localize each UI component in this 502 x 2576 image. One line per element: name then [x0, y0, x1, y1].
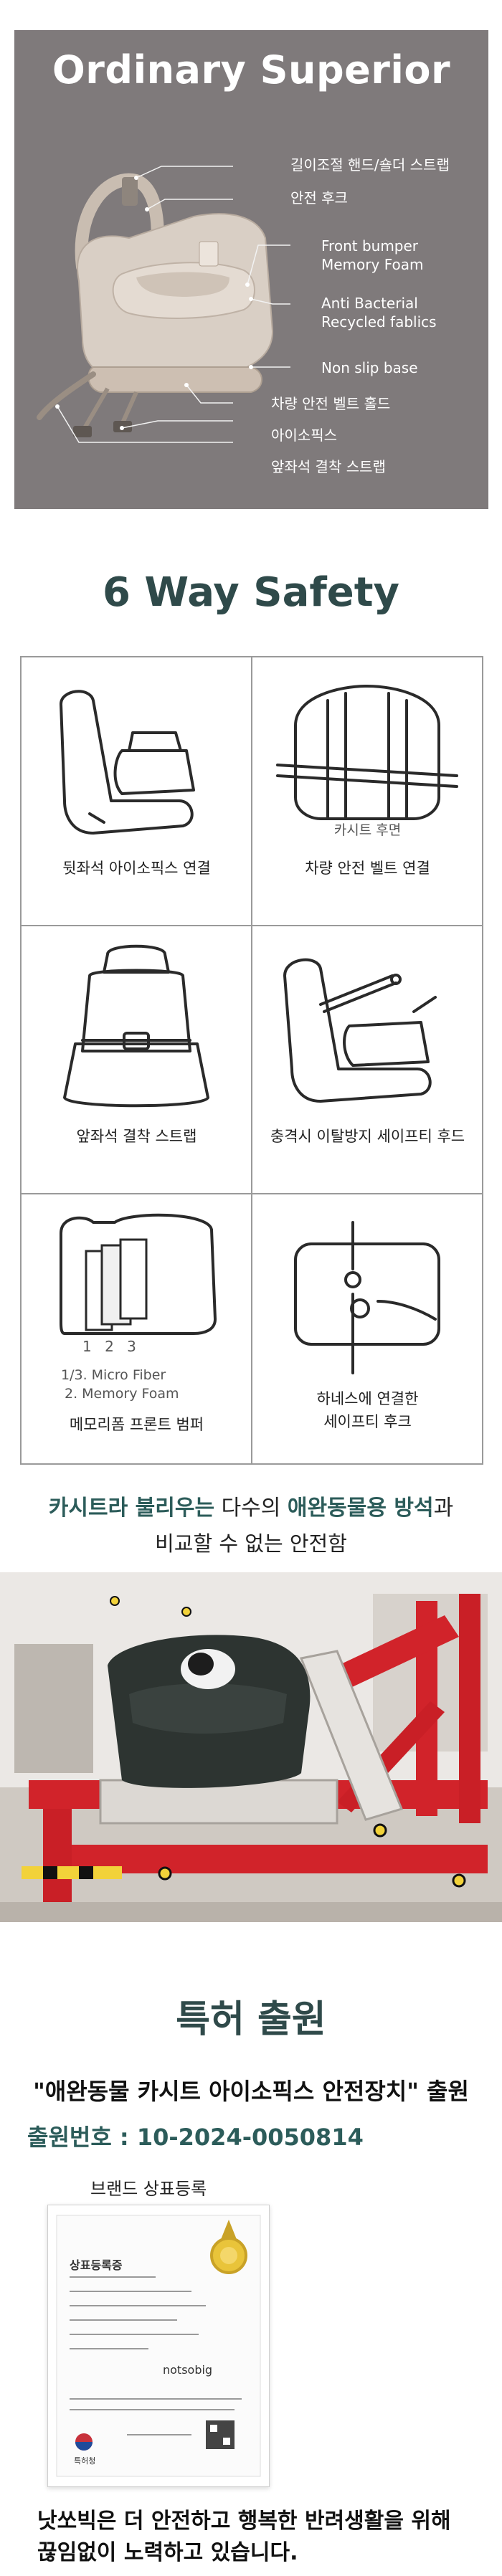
- car-seat-illustration: [37, 166, 290, 443]
- front-seat-strap-icon: [63, 944, 209, 1108]
- memory-foam-bumper-icon: [60, 1213, 217, 1335]
- callout-isofix: 아이소픽스: [271, 427, 337, 444]
- label-hook-line2: 세이프티 후크: [323, 1413, 412, 1430]
- safety-hook-icon: [294, 1221, 440, 1374]
- crash-test-image: [0, 1572, 502, 1922]
- closing-line1: 낫쏘빅은 더 안전하고 행복한 반려생활을 위해: [37, 2509, 451, 2534]
- safety-cell-front-strap: 앞좌석 결착 스트랩: [22, 926, 252, 1194]
- sub-memory-foam: 2. Memory Foam: [65, 1386, 179, 1402]
- rear-isofix-icon: [60, 690, 195, 835]
- closing-message: 낫쏘빅은 더 안전하고 행복한 반려생활을 위해 끊임없이 노력하고 있습니다.: [37, 2506, 496, 2569]
- patent-title: 특허 출원: [176, 1998, 326, 2041]
- safety-cell-hook: 하네스에 연결한 세이프티 후크: [252, 1194, 483, 1462]
- label-front-strap: 앞좌석 결착 스트랩: [76, 1128, 197, 1145]
- label-hook-line1: 하네스에 연결한: [316, 1390, 419, 1407]
- certificate-brand: notsobig: [163, 2363, 213, 2377]
- crash-test-photo: [0, 1572, 502, 1922]
- callout-non-slip: Non slip base: [321, 359, 418, 376]
- comparison-line1: 카시트라 불리우는 다수의 애완동물용 방석과: [48, 1496, 454, 1521]
- callout-front-bumper: Front bumper: [321, 237, 419, 255]
- callout-seatbelt-hold: 차량 안전 벨트 홀드: [271, 395, 391, 412]
- safety-cell-hood: 충격시 이탈방지 세이프티 후드: [252, 926, 483, 1194]
- certificate-issuer: 특허청: [74, 2456, 96, 2466]
- label-rear-isofix: 뒷좌석 아이소픽스 연결: [62, 860, 211, 877]
- comparison-highlight-1: 카시트라 불리우는: [48, 1496, 215, 1521]
- label-seatbelt: 차량 안전 벨트 연결: [305, 860, 430, 877]
- foam-layer-numbers: 1 2 3: [82, 1338, 141, 1355]
- callout-anti-bacterial: Anti Bacterial: [321, 295, 418, 312]
- trademark-certificate: 상표등록증 notsobig 특허청: [47, 2205, 270, 2487]
- callout-memory-foam: Memory Foam: [321, 256, 424, 273]
- comparison-highlight-2: 애완동물용 방석: [287, 1496, 434, 1521]
- safety-cell-seatbelt: 카시트 후면 차량 안전 벨트 연결: [252, 657, 483, 926]
- callout-strap: 길이조절 핸드/숄더 스트랩: [290, 156, 450, 174]
- certificate-heading: 상표등록증: [70, 2258, 123, 2272]
- callout-front-strap: 앞좌석 결착 스트랩: [271, 458, 386, 475]
- callout-safety-hook: 안전 후크: [290, 189, 348, 206]
- sub-seat-back: 카시트 후면: [333, 822, 402, 838]
- patent-application-number: 출원번호 : 10-2024-0050814: [27, 2124, 364, 2151]
- label-safety-hood: 충격시 이탈방지 세이프티 후드: [270, 1128, 465, 1145]
- hero-title: Ordinary Superior: [52, 47, 451, 92]
- brand-registration-label: 브랜드 상표등록: [90, 2179, 207, 2199]
- label-memory-foam-bumper: 메모리폼 프론트 범퍼: [69, 1416, 204, 1433]
- hero-banner: Ordinary Superior: [14, 30, 488, 509]
- safety-cell-memory-foam: 1 2 3 1/3. Micro Fiber 2. Memory Foam 메모…: [22, 1194, 252, 1462]
- closing-line2: 끊임없이 노력하고 있습니다.: [37, 2540, 298, 2565]
- comparison-line2: 비교할 수 없는 안전함: [155, 1531, 347, 1556]
- sub-micro-fiber: 1/3. Micro Fiber: [61, 1367, 166, 1383]
- six-way-title: 6 Way Safety: [102, 569, 400, 616]
- callout-recycled: Recycled fablics: [321, 313, 437, 331]
- certificate-document: [56, 2215, 261, 2477]
- safety-cell-rear-isofix: 뒷좌석 아이소픽스 연결: [22, 657, 252, 926]
- patent-application-name: "애완동물 카시트 아이소픽스 안전장치" 출원: [33, 2078, 469, 2105]
- seatbelt-icon: [276, 685, 458, 820]
- safety-grid: 뒷좌석 아이소픽스 연결 카시트 후면 차량 안전 벨트 연결 앞좌석 결착 스…: [20, 656, 483, 1465]
- safety-hood-icon: [283, 958, 437, 1103]
